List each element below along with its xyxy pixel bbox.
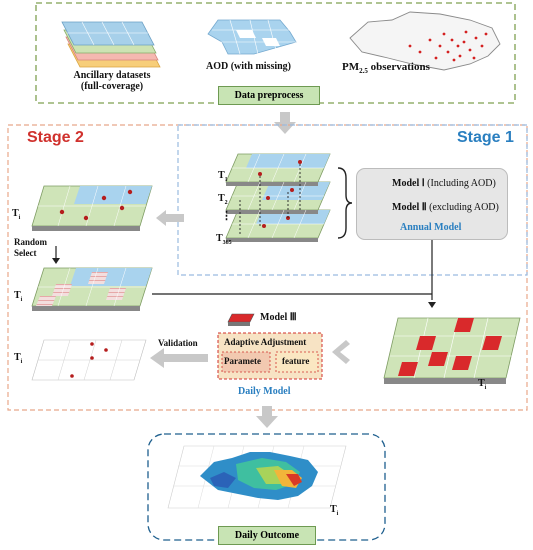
t1-sub: 1: [224, 177, 228, 183]
pm25-prefix: PM: [342, 61, 360, 73]
t1-text: T: [218, 170, 225, 181]
model2-note: (excluding AOD): [426, 202, 499, 213]
model1-label: Model Ⅰ (Including AOD): [392, 178, 496, 189]
stage1-title: Stage 1: [457, 129, 514, 146]
left-arrow-icon: [156, 210, 184, 226]
ti-label-bottom: Ti: [14, 352, 22, 365]
model1-name: Model Ⅰ: [392, 178, 425, 189]
stage2-grid-middle: [31, 267, 153, 311]
data-preprocess-button[interactable]: Data preprocess: [218, 86, 320, 105]
ancillary-label-line2: (full-coverage): [80, 81, 144, 92]
dots-label: ⋮: [221, 210, 232, 222]
data-preprocess-label: Data preprocess: [234, 90, 304, 101]
down-arrow-2-icon: [256, 406, 278, 428]
pm25-sub: 2.5: [359, 67, 368, 76]
ancillary-label-line1: Ancillary datasets: [73, 70, 151, 81]
ancillary-label: Ancillary datasets (full-coverage): [62, 70, 162, 92]
ti-label-outcome: Ti: [330, 504, 338, 517]
t365-sub: 365: [222, 240, 232, 246]
outcome-map: [167, 445, 347, 509]
ti-top-text: T: [12, 208, 19, 219]
model2-label: Model Ⅱ (excluding AOD): [392, 202, 499, 213]
validation-label: Validation: [158, 338, 198, 348]
annual-model-caption: Annual Model: [400, 222, 462, 233]
pm25-map-icon: [349, 11, 501, 71]
parameter-box: [221, 351, 271, 373]
adaptive-label: Adaptive Adjustment: [224, 337, 307, 347]
ti-bottom-sub: i: [20, 359, 23, 365]
model3-swatch-icon: [227, 313, 255, 326]
stage1-layer-stack: [225, 153, 331, 242]
pm25-suffix: observations: [367, 61, 430, 73]
aod-label-text: AOD (with missing): [206, 61, 292, 72]
stage1-frame: [177, 124, 528, 276]
daily-outcome-button[interactable]: Daily Outcome: [218, 526, 316, 545]
random-select-label: Random Select: [14, 237, 47, 259]
t1-label: T1: [218, 170, 228, 183]
validation-arrow-icon: [150, 348, 208, 368]
pm25-label: PM2.5 observations: [342, 61, 430, 75]
ti-label-right: Ti: [478, 378, 486, 391]
model1-note: (Including AOD): [424, 178, 496, 189]
model3-label: Model Ⅲ: [260, 312, 297, 323]
ti-outcome-text: T: [330, 504, 337, 515]
random-select-line2: Select: [14, 248, 37, 258]
brace-icon: [337, 167, 353, 239]
down-arrow-icon: [274, 112, 296, 134]
random-select-arrow-icon: [52, 246, 60, 264]
ti-label-top: Ti: [12, 208, 20, 221]
t2-label: T2: [218, 193, 228, 206]
stage2-title: Stage 2: [27, 129, 84, 146]
connector-arrowhead-icon: [428, 302, 436, 308]
aod-label: AOD (with missing): [206, 61, 291, 72]
model2-name: Model Ⅱ: [392, 202, 427, 213]
parameter-label: Paramete: [224, 356, 261, 366]
ti-label-middle: Ti: [14, 290, 22, 303]
validation-grid: [31, 339, 147, 381]
ancillary-layers-icon: [61, 21, 161, 68]
annual-model-box: [356, 168, 508, 240]
t2-sub: 2: [224, 200, 228, 206]
t2-text: T: [218, 193, 225, 204]
feature-box: [275, 351, 319, 373]
ti-bottom-text: T: [14, 352, 21, 363]
aod-grid-icon: [207, 19, 297, 55]
t365-label: T365: [216, 233, 232, 246]
ti-outcome-sub: i: [336, 511, 339, 517]
ti-middle-text: T: [14, 290, 21, 301]
ti-right-sub: i: [484, 385, 487, 391]
ti-right-text: T: [478, 378, 485, 389]
feature-label: feature: [282, 356, 310, 366]
ti-top-sub: i: [18, 215, 21, 221]
left-arrow-2-icon: [332, 340, 350, 364]
t365-text: T: [216, 233, 223, 244]
daily-model-caption: Daily Model: [238, 386, 291, 397]
ti-middle-sub: i: [20, 297, 23, 303]
stage2-grid-top: [31, 185, 153, 231]
right-grid: [383, 317, 521, 384]
daily-outcome-label: Daily Outcome: [234, 530, 300, 541]
random-select-line1: Random: [14, 237, 48, 247]
